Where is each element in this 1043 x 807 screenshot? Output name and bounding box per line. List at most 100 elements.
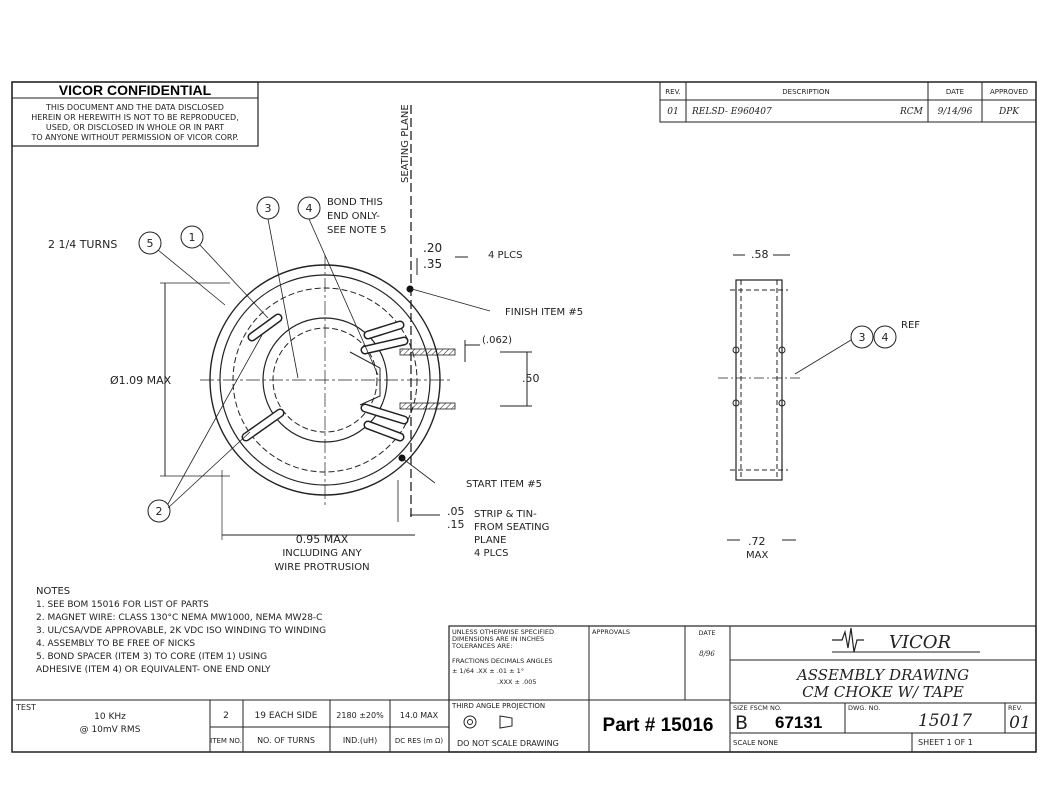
- approved-value: DPK: [998, 107, 1020, 117]
- rev-value: 01: [667, 107, 678, 117]
- side-dim-72-max: MAX: [746, 550, 768, 561]
- side-dim-58: .58: [751, 248, 769, 261]
- confidential-line: USED, OR DISCLOSED IN WHOLE OR IN PART: [46, 123, 224, 132]
- turns-value: 19 EACH SIDE: [255, 711, 318, 721]
- bond-note: END ONLY-: [327, 211, 380, 222]
- size-label: SIZE: [733, 704, 748, 712]
- width-label: 0.95 MAX: [296, 533, 349, 546]
- title-block: UNLESS OTHERWISE SPECIFIED DIMENSIONS AR…: [448, 625, 1037, 753]
- projection-symbol: [463, 715, 477, 729]
- drafter-initials: RCM: [899, 107, 924, 117]
- strip-note: FROM SEATING: [474, 522, 549, 533]
- dim-35: .35: [423, 257, 442, 271]
- balloon-4: 4: [306, 202, 313, 215]
- note-item: 5. BOND SPACER (ITEM 3) TO CORE (ITEM 1)…: [36, 652, 267, 662]
- date-header: DATE: [946, 88, 964, 96]
- balloon-3: 3: [265, 202, 272, 215]
- plcs-label: 4 PLCS: [488, 250, 522, 261]
- dim-062: (.062): [482, 335, 512, 346]
- rev-header: REV.: [665, 88, 680, 96]
- dwg-label: DWG. NO.: [848, 704, 880, 712]
- finish-label: FINISH ITEM #5: [505, 307, 583, 318]
- size-value: B: [735, 712, 748, 734]
- dim-05: .05: [447, 505, 465, 518]
- strip-note: 4 PLCS: [474, 548, 508, 559]
- notes-title: NOTES: [36, 586, 70, 597]
- description-header: DESCRIPTION: [782, 88, 829, 96]
- tolerance-values: .XXX ± .005: [497, 678, 536, 686]
- no-scale-label: DO NOT SCALE DRAWING: [457, 739, 559, 748]
- test-frequency: 10 KHz: [94, 712, 126, 722]
- confidential-line: THIS DOCUMENT AND THE DATA DISCLOSED: [45, 103, 224, 112]
- item-value: 2: [223, 711, 229, 721]
- test-table: TEST 10 KHz @ 10mV RMS 2 ITEM NO. 19 EAC…: [11, 699, 450, 753]
- note-item: 4. ASSEMBLY TO BE FREE OF NICKS: [36, 639, 195, 649]
- confidential-title: VICOR CONFIDENTIAL: [59, 82, 212, 98]
- ref-label: REF: [901, 320, 920, 331]
- projection-label: THIRD ANGLE PROJECTION: [451, 702, 545, 710]
- width-label: WIRE PROTRUSION: [274, 562, 369, 573]
- notes-block: NOTES 1. SEE BOM 15016 FOR LIST OF PARTS…: [36, 586, 326, 675]
- diameter-label: Ø1.09 MAX: [110, 374, 172, 387]
- title-date-value: 8/96: [699, 650, 715, 658]
- dwg-value: 15017: [918, 711, 972, 731]
- item-label: ITEM NO.: [210, 737, 242, 745]
- note-item: ADHESIVE (ITEM 4) OR EQUIVALENT- ONE END…: [36, 665, 271, 675]
- vicor-logo-text: VICOR: [889, 632, 951, 653]
- turns-label-cell: NO. OF TURNS: [257, 736, 315, 745]
- date-value: 9/14/96: [938, 107, 973, 117]
- turns-label: 2 1/4 TURNS: [48, 238, 117, 251]
- bond-note: SEE NOTE 5: [327, 225, 386, 236]
- rev-label: REV.: [1008, 704, 1022, 712]
- strip-note: STRIP & TIN-: [474, 509, 537, 520]
- tolerance-line: TOLERANCES ARE:: [451, 642, 512, 650]
- width-label: INCLUDING ANY: [282, 548, 362, 559]
- fscm-label: FSCM NO.: [750, 704, 782, 712]
- vicor-logo-icon: [832, 627, 864, 653]
- sheet-label: SHEET 1 OF 1: [918, 738, 973, 747]
- drawing-title-line1: ASSEMBLY DRAWING: [795, 666, 969, 684]
- description-value: RELSD- E960407: [691, 107, 772, 117]
- seating-plane: SEATING PLANE: [400, 104, 412, 520]
- start-label: START ITEM #5: [466, 479, 542, 490]
- inductance-value: 2180 ±20%: [336, 711, 384, 720]
- dim-20: .20: [423, 241, 442, 255]
- note-item: 3. UL/CSA/VDE APPROVABLE, 2K VDC ISO WIN…: [36, 626, 326, 636]
- item-balloons: 5 1 3 4 2 3 4: [138, 196, 897, 523]
- balloon-2: 2: [156, 505, 163, 518]
- balloon-5: 5: [147, 237, 154, 250]
- balloon-3-side: 3: [859, 331, 866, 344]
- side-dim-72: .72: [748, 535, 766, 548]
- front-view-dimensions: 2 1/4 TURNS BOND THIS END ONLY- SEE NOTE…: [48, 197, 583, 573]
- dim-15: .15: [447, 518, 465, 531]
- dim-50: .50: [522, 372, 540, 385]
- tolerance-header: FRACTIONS DECIMALS ANGLES: [452, 657, 553, 665]
- balloon-1: 1: [189, 231, 196, 244]
- confidential-line: HEREIN OR HEREWITH IS NOT TO BE REPRODUC…: [31, 113, 239, 122]
- seating-plane-label: SEATING PLANE: [400, 104, 411, 183]
- tolerance-line: UNLESS OTHERWISE SPECIFIED: [452, 628, 554, 636]
- balloon-4-side: 4: [882, 331, 889, 344]
- tolerance-line: DIMENSIONS ARE IN INCHES: [452, 635, 544, 643]
- strip-note: PLANE: [474, 535, 506, 546]
- inductance-label: IND.(uH): [343, 736, 377, 745]
- toroid-front-view: [200, 255, 456, 505]
- part-number: Part # 15016: [603, 715, 714, 736]
- dc-resistance-label: DC RES (m Ω): [395, 737, 444, 745]
- dc-resistance-value: 14.0 MAX: [400, 711, 439, 720]
- test-label: TEST: [15, 703, 36, 712]
- scale-label: SCALE NONE: [733, 739, 778, 747]
- approvals-label: APPROVALS: [592, 628, 630, 636]
- revision-block: REV. DESCRIPTION DATE APPROVED 01 RELSD-…: [659, 81, 1037, 123]
- toroid-side-view: .58 .72 MAX REF: [718, 248, 920, 561]
- approved-header: APPROVED: [990, 88, 1028, 96]
- fscm-value: 67131: [775, 713, 822, 732]
- title-date-label: DATE: [699, 629, 716, 637]
- tolerance-values: ± 1/64 .XX ± .01 ± 1°: [452, 667, 524, 675]
- test-level: @ 10mV RMS: [80, 725, 141, 735]
- drawing-title-line2: CM CHOKE W/ TAPE: [802, 683, 964, 701]
- note-item: 2. MAGNET WIRE: CLASS 130°C NEMA MW1000,…: [36, 613, 322, 623]
- confidential-line: TO ANYONE WITHOUT PERMISSION OF VICOR CO…: [30, 133, 238, 142]
- bond-note: BOND THIS: [327, 197, 383, 208]
